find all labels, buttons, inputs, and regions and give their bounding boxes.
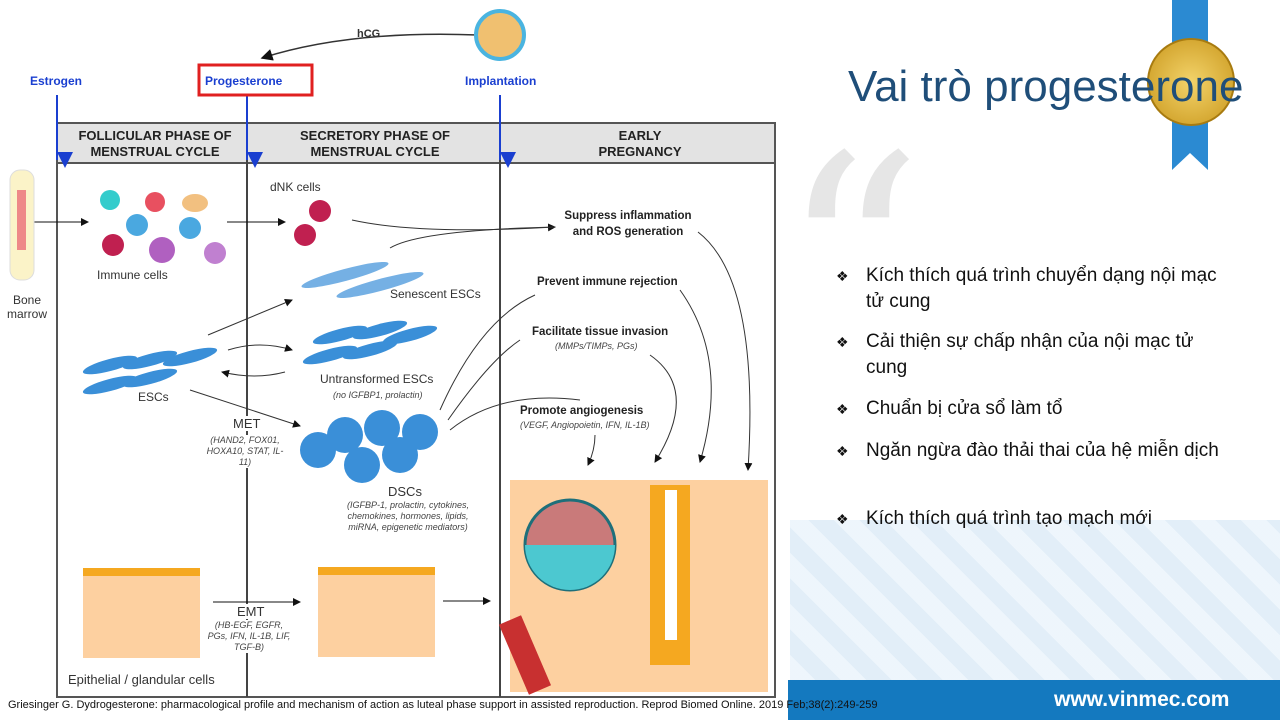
footer-bar [788, 680, 1280, 720]
bullet-item: ❖ Kích thích quá trình tạo mạch mới [836, 506, 1226, 532]
bullet-marker-icon: ❖ [836, 268, 849, 284]
header-secretory: SECRETORY PHASE OF MENSTRUAL CYCLE [299, 128, 450, 159]
header-pregnancy: EARLY PREGNANCY [598, 128, 682, 159]
untransformed-escs-label: Untransformed ESCs [320, 372, 434, 386]
medical-icons-background [790, 520, 1280, 680]
bullet-marker-icon: ❖ [836, 334, 849, 350]
emt-note: (HB-EGF, EGFR, PGs, IFN, IL-1B, LIF, TGF… [206, 620, 292, 653]
implantation-label: Implantation [465, 74, 537, 88]
hcg-label: hCG [357, 28, 381, 40]
dscs-note: (IGFBP-1, prolactin, cytokines, chemokin… [346, 500, 470, 532]
emt-label: EMT [237, 604, 265, 619]
bullet-item: ❖ Kích thích quá trình chuyển dạng nội mạ… [836, 263, 1226, 315]
facilitate-note: (MMPs/TIMPs, PGs) [555, 341, 638, 351]
jci-seal [1147, 38, 1235, 126]
quote-mark-decoration: “ [780, 97, 924, 423]
epithelial-label: Epithelial / glandular cells [68, 672, 215, 687]
bullet-text: Ngăn ngừa đào thải thai của hệ miễn dịch [866, 440, 1219, 461]
header-follicular: FOLLICULAR PHASE OF MENSTRUAL CYCLE [78, 128, 232, 159]
dnk-cells-label: dNK cells [270, 180, 321, 194]
bullet-text: Kích thích quá trình chuyển dạng nội mạc… [866, 265, 1217, 312]
estrogen-label: Estrogen [30, 74, 83, 88]
met-label: MET [233, 416, 261, 431]
slide-title: Vai trò progesterone [848, 62, 1244, 111]
escs-label: ESCs [138, 390, 169, 404]
untransformed-note: (no IGFBP1, prolactin) [333, 390, 423, 400]
angiogenesis-note: (VEGF, Angiopoietin, IFN, IL-1B) [520, 420, 650, 430]
bone-marrow-label: Bone marrow [6, 293, 47, 321]
bullet-text: Chuẩn bị cửa sổ làm tổ [866, 398, 1063, 419]
facilitate-label: Facilitate tissue invasion [532, 326, 669, 338]
dscs-label: DSCs [388, 484, 422, 499]
prevent-label: Prevent immune rejection [537, 276, 678, 288]
angiogenesis-label: Promote angiogenesis [520, 405, 644, 417]
website-url[interactable]: www.vinmec.com [1054, 688, 1230, 711]
bullet-item: ❖ Chuẩn bị cửa sổ làm tổ [836, 396, 1226, 422]
senescent-escs-label: Senescent ESCs [390, 287, 481, 301]
citation: Griesinger G. Dydrogesterone: pharmacolo… [8, 699, 878, 711]
bullet-text: Cải thiện sự chấp nhận của nội mạc tử cu… [866, 331, 1194, 378]
immune-cells-label: Immune cells [97, 268, 168, 282]
met-note: (HAND2, FOX01, HOXA10, STAT, IL-11) [205, 435, 285, 468]
bullet-text: Kích thích quá trình tạo mạch mới [866, 508, 1152, 529]
suppress-label: Suppress inflammation and ROS generation [564, 210, 692, 238]
progesterone-label: Progesterone [205, 74, 283, 88]
bullet-marker-icon: ❖ [836, 401, 849, 417]
bullet-marker-icon: ❖ [836, 443, 849, 459]
bullet-item: ❖ Cải thiện sự chấp nhận của nội mạc tử c… [836, 329, 1226, 381]
bullet-item: ❖ Ngăn ngừa đào thải thai của hệ miễn dịc… [836, 438, 1226, 464]
diagram-lines [9, 9, 776, 698]
diagram: hCG Estrogen Progesterone Implantation F… [6, 9, 776, 698]
bullet-marker-icon: ❖ [836, 511, 849, 527]
